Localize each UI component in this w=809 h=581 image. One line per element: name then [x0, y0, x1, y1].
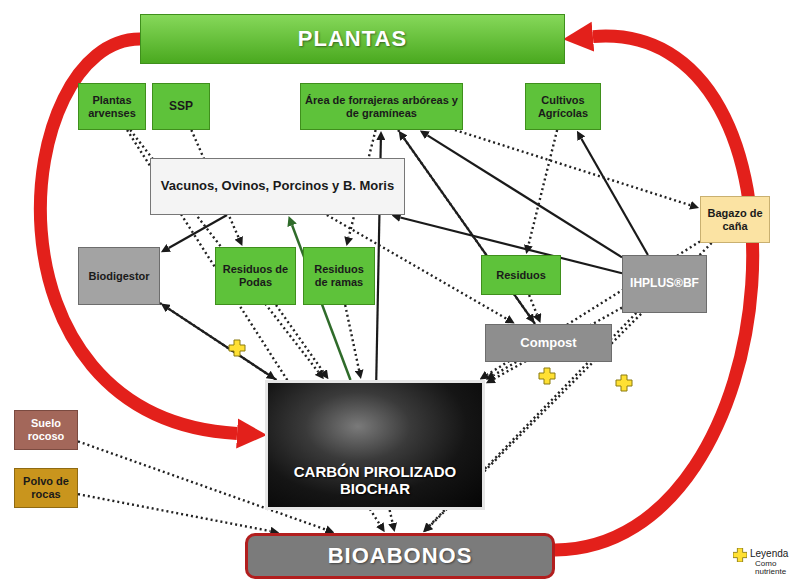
node-label: Cultivos Agrícolas: [530, 94, 596, 119]
dotted-arrow: [160, 303, 268, 374]
residue-box: Residuos: [481, 255, 561, 295]
legend: LeyendaComo nutriente: [733, 546, 805, 578]
livestock-box: Vacunos, Ovinos, Porcinos y B. Moris: [150, 158, 405, 215]
output-box: BIOABONOS: [245, 533, 555, 579]
node-label: Residuos: [496, 269, 546, 282]
node-label: CARBÓN PIROLIZADO BIOCHAR: [272, 463, 478, 498]
residue-box: Residuos de Podas: [215, 247, 296, 305]
biochar-box: CARBÓN PIROLIZADO BIOCHAR: [265, 380, 485, 510]
node-label: Polvo de rocas: [19, 475, 73, 500]
node-label: SSP: [169, 100, 193, 114]
legend-swatch: [733, 548, 747, 562]
node-label: Vacunos, Ovinos, Porcinos y B. Moris: [161, 179, 394, 194]
input-box: IHPLUS®BF: [622, 255, 707, 313]
plant-box: Plantas arvenses: [78, 83, 146, 130]
plant-box: Área de forrajeras arbóreas y de gramíne…: [300, 83, 463, 130]
dotted-arrow: [529, 295, 537, 315]
process-box: Compost: [485, 324, 612, 362]
node-label: IHPLUS®BF: [630, 277, 699, 291]
title-banner: PLANTAS: [140, 14, 565, 64]
dotted-arrow: [390, 510, 393, 523]
node-label: Residuos de Podas: [220, 263, 291, 288]
plant-box: Cultivos Agrícolas: [525, 83, 601, 130]
plant-box: SSP: [152, 83, 210, 130]
node-label: Bagazo de caña: [705, 207, 765, 232]
mineral-box: Polvo de rocas: [14, 468, 78, 508]
dotted-arrow: [345, 305, 359, 370]
mineral-box: Suelo rocoso: [14, 410, 78, 450]
plus-mark: [616, 375, 632, 391]
flow-arrow: [427, 135, 622, 257]
dotted-arrow: [276, 305, 323, 372]
cycle-arrow: [40, 39, 237, 433]
plus-mark: [539, 368, 555, 384]
node-label: Residuos de ramas: [308, 263, 370, 288]
node-label: Compost: [520, 336, 576, 351]
dotted-arrow: [455, 130, 690, 205]
node-label: Área de forrajeras arbóreas y de gramíne…: [305, 94, 458, 119]
legend-text: Como nutriente: [755, 560, 803, 577]
residue-box: Residuos de ramas: [303, 247, 375, 305]
plus-mark: [229, 340, 245, 356]
node-label: PLANTAS: [298, 26, 407, 51]
dotted-arrow: [528, 130, 557, 245]
process-box: Biodigestor: [78, 247, 160, 305]
flow-arrow: [169, 215, 227, 248]
dotted-arrow: [78, 494, 270, 531]
node-label: Suelo rocoso: [19, 417, 73, 442]
legend-heading: Leyenda: [750, 548, 788, 560]
node-label: Biodigestor: [88, 270, 149, 283]
residue-box: Bagazo de caña: [700, 196, 770, 243]
node-label: BIOABONOS: [328, 543, 473, 568]
flow-arrow: [404, 138, 535, 324]
node-label: Plantas arvenses: [83, 94, 141, 119]
